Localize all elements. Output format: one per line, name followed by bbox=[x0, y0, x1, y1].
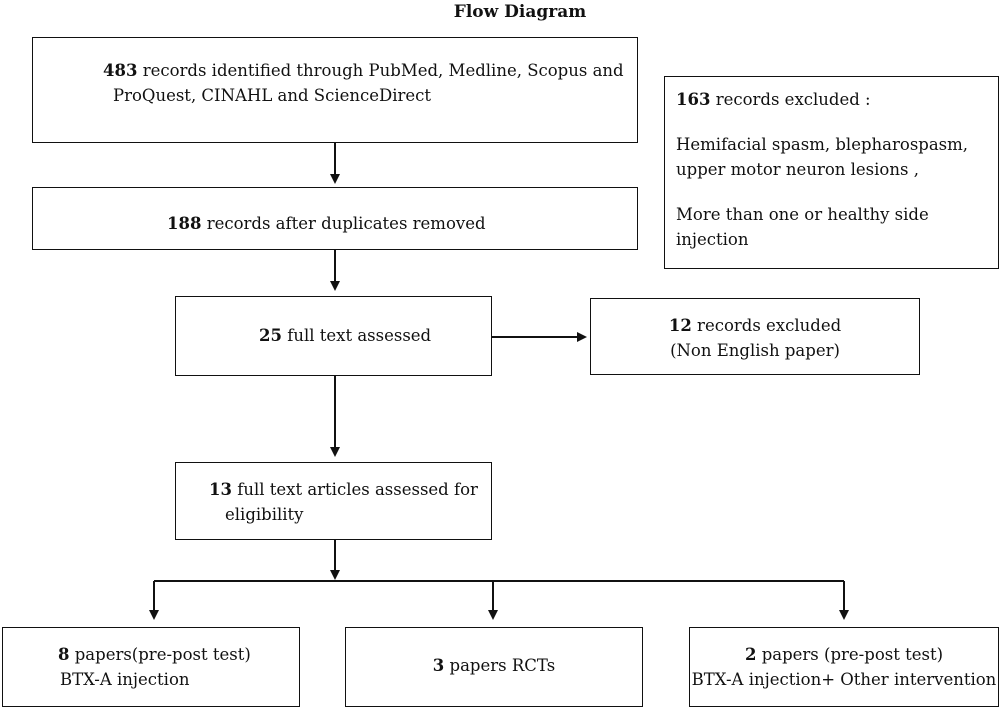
other-intervention-line2: BTX-A injection+ Other intervention bbox=[691, 670, 997, 689]
excluded-criteria-line1: 163 records excluded : bbox=[676, 90, 871, 109]
box-other-intervention-papers: 2 papers (pre-post test) BTX-A injection… bbox=[689, 627, 999, 707]
full-text-count: 25 bbox=[259, 326, 282, 345]
box-eligibility: 13 full text articles assessed for eligi… bbox=[175, 462, 492, 540]
other-intervention-count: 2 bbox=[744, 645, 757, 664]
excluded-language-line1: 12 records excluded bbox=[668, 316, 842, 335]
after-duplicates-count: 188 bbox=[167, 214, 202, 233]
box-records-excluded-criteria: 163 records excluded : Hemifacial spasm,… bbox=[664, 76, 999, 269]
rct-label: 3 papers RCTs bbox=[432, 656, 556, 675]
pre-post-line2: BTX-A injection bbox=[60, 670, 190, 689]
identified-count: 483 bbox=[103, 61, 138, 80]
box-after-duplicates: 188 records after duplicates removed bbox=[32, 187, 638, 250]
eligibility-count: 13 bbox=[209, 480, 232, 499]
box-records-identified: 483 records identified through PubMed, M… bbox=[32, 37, 638, 143]
excluded-language-line2: (Non English paper) bbox=[670, 341, 840, 360]
excluded-criteria-line4: More than one or healthy side bbox=[676, 205, 929, 224]
excluded-criteria-line2: Hemifacial spasm, blepharospasm, bbox=[676, 135, 969, 154]
excluded-criteria-line5: injection bbox=[676, 230, 749, 249]
excluded-criteria-count: 163 bbox=[676, 90, 711, 109]
excluded-language-count: 12 bbox=[668, 316, 692, 335]
identified-line2: ProQuest, CINAHL and ScienceDirect bbox=[113, 86, 432, 105]
excluded-criteria-line3: upper motor neuron lesions , bbox=[676, 160, 919, 179]
eligibility-line2: eligibility bbox=[225, 505, 304, 524]
box-full-text-assessed: 25 full text assessed bbox=[175, 296, 492, 376]
box-rct-papers: 3 papers RCTs bbox=[345, 627, 643, 707]
identified-line1: 483 records identified through PubMed, M… bbox=[103, 61, 624, 80]
box-records-excluded-language: 12 records excluded (Non English paper) bbox=[590, 298, 920, 375]
eligibility-line1: 13 full text articles assessed for bbox=[209, 480, 478, 499]
other-intervention-line1: 2 papers (pre-post test) bbox=[744, 645, 944, 664]
rct-count: 3 bbox=[432, 656, 445, 675]
box-pre-post-papers: 8 papers(pre-post test) BTX-A injection bbox=[2, 627, 300, 707]
after-duplicates-label: 188 records after duplicates removed bbox=[167, 214, 486, 233]
diagram-title: Flow Diagram bbox=[453, 2, 587, 22]
pre-post-count: 8 bbox=[58, 645, 70, 664]
full-text-label: 25 full text assessed bbox=[259, 326, 432, 345]
pre-post-line1: 8 papers(pre-post test) bbox=[58, 645, 251, 664]
